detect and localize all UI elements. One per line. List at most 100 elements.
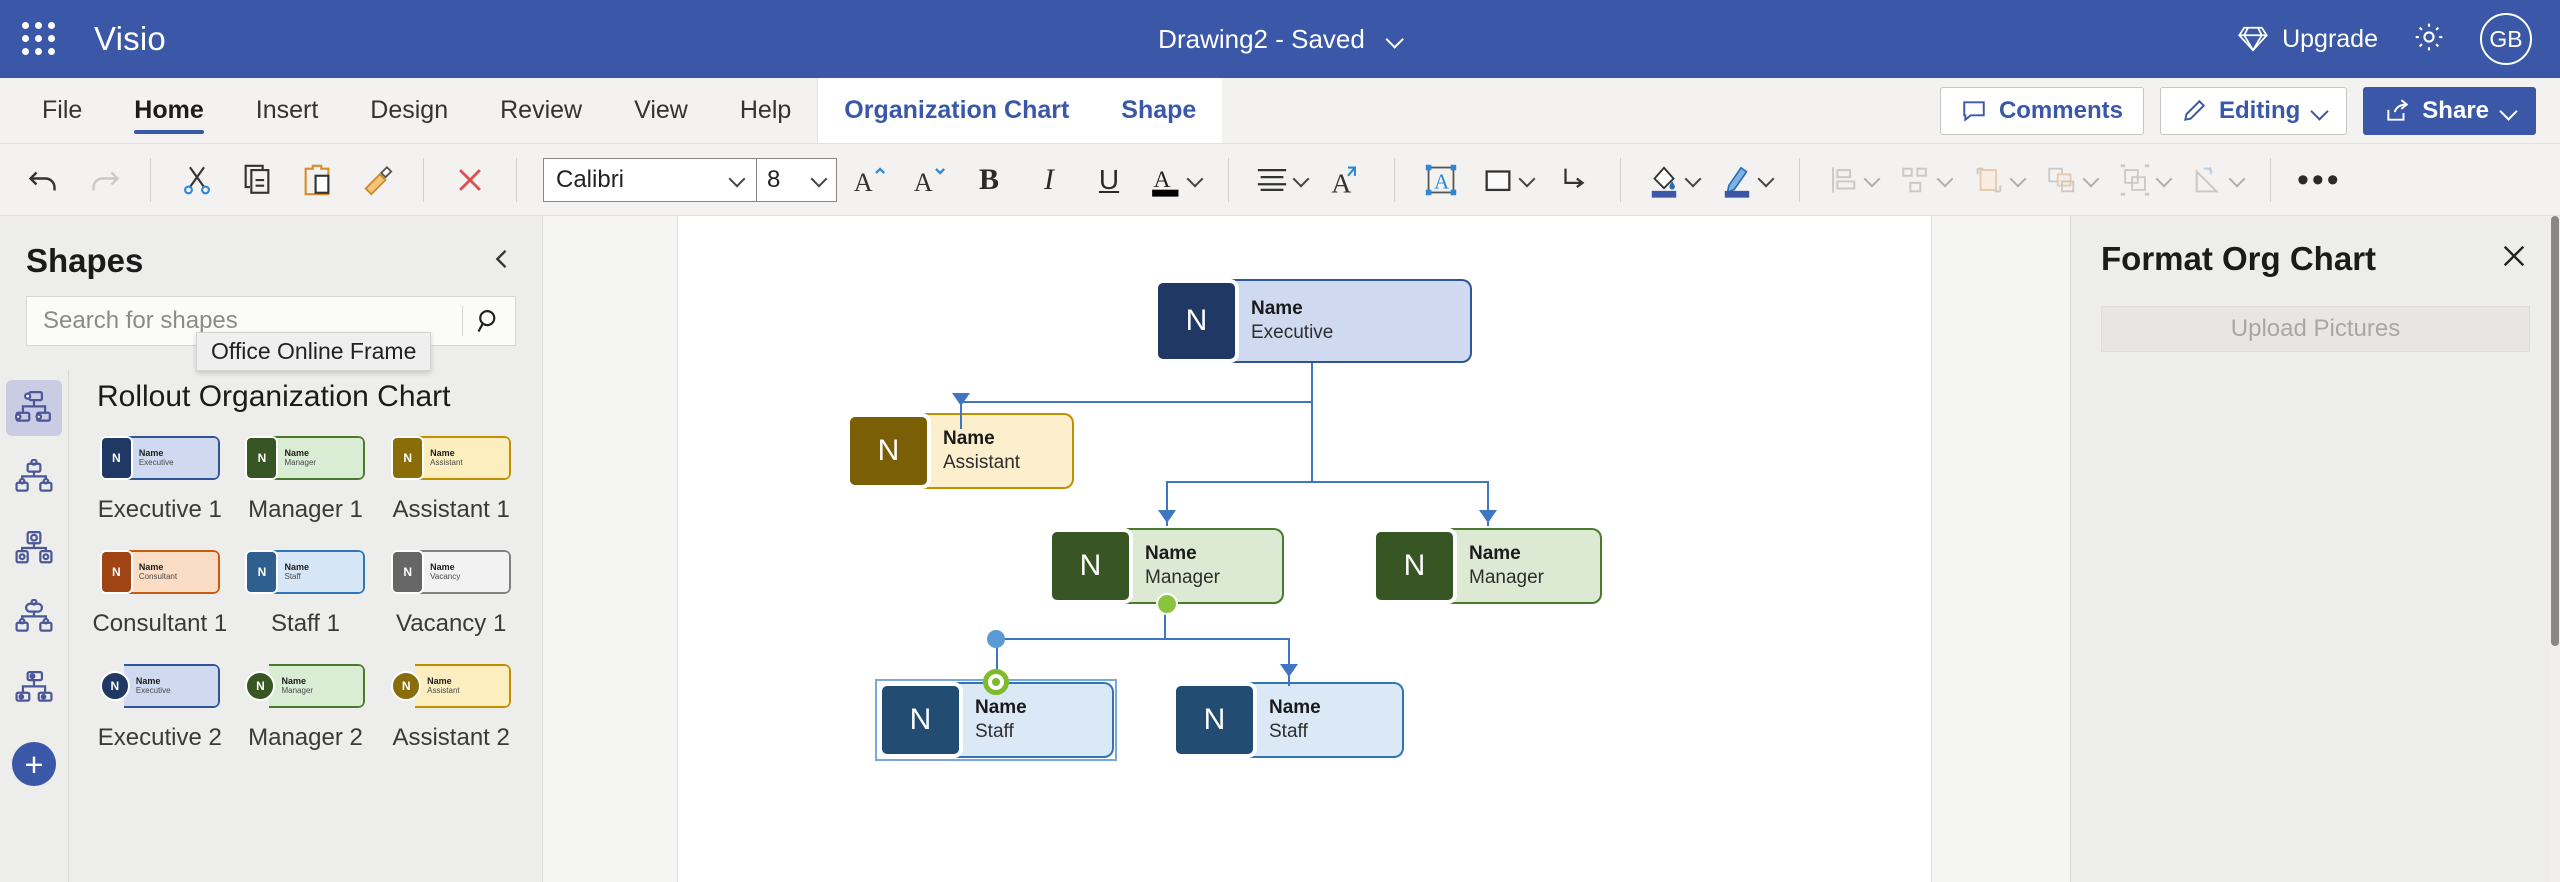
fill-color-button[interactable] [1639, 152, 1708, 208]
connector-manager1-drop[interactable] [1166, 481, 1168, 526]
font-size-select[interactable]: 8 [756, 158, 836, 201]
send-backward-button[interactable] [2037, 152, 2106, 208]
line-color-button[interactable] [1712, 152, 1781, 208]
connector-manager1-stem[interactable] [1164, 604, 1166, 640]
send-backward-chevron-down-icon[interactable] [2085, 173, 2098, 186]
grow-font-button[interactable]: A [841, 152, 897, 208]
shrink-font-button[interactable]: A [901, 152, 957, 208]
font-color-button[interactable]: A [1141, 152, 1210, 208]
add-stencil-button[interactable]: + [12, 742, 56, 786]
app-launcher-icon[interactable] [22, 22, 56, 56]
undo-button[interactable] [16, 152, 72, 208]
more-options-button[interactable]: ••• [2289, 152, 2350, 208]
align-text-button[interactable] [1247, 152, 1316, 208]
bring-forward-chevron-down-icon[interactable] [2012, 173, 2025, 186]
ribbon-tab-design[interactable]: Design [370, 96, 449, 124]
connector-assistant-drop[interactable] [960, 401, 962, 429]
shape-tool-button[interactable] [1473, 152, 1542, 208]
collapse-shapes-panel-button[interactable] [488, 245, 516, 278]
connector-manager-busbar[interactable] [1166, 481, 1487, 483]
connector-staff-busbar[interactable] [996, 638, 1288, 640]
search-input[interactable] [27, 307, 462, 335]
user-avatar[interactable]: GB [2480, 13, 2532, 65]
italic-button[interactable]: I [1021, 152, 1077, 208]
paste-button[interactable] [289, 152, 345, 208]
underline-button[interactable]: U [1081, 152, 1137, 208]
ribbon-tab-help[interactable]: Help [739, 96, 792, 124]
ribbon-tab-insert[interactable]: Insert [255, 96, 319, 124]
selected-connector-endpoint-handle[interactable] [983, 669, 1009, 695]
font-size-chevron-down-icon[interactable] [813, 173, 826, 186]
connector-manager2-drop[interactable] [1487, 481, 1489, 526]
rotate-button[interactable] [2183, 152, 2252, 208]
document-menu-chevron-down-icon[interactable] [1387, 32, 1402, 47]
format-panel-scrollbar[interactable] [2550, 216, 2560, 882]
align-text-chevron-down-icon[interactable] [1295, 173, 1308, 186]
connector-exec-assistant-horizontal[interactable] [960, 401, 1313, 403]
bold-button[interactable]: B [961, 152, 1017, 208]
position-chevron-down-icon[interactable] [1939, 173, 1952, 186]
upload-pictures-button[interactable]: Upload Pictures [2101, 306, 2530, 352]
search-button[interactable] [463, 307, 515, 335]
settings-gear-icon[interactable] [2412, 20, 2446, 59]
font-family-chevron-down-icon[interactable] [731, 173, 744, 186]
ribbon-tab-home[interactable]: Home [108, 78, 229, 143]
shape-tool-chevron-down-icon[interactable] [1521, 173, 1534, 186]
align-chevron-down-icon[interactable] [1866, 173, 1879, 186]
stencil-org-chart-4[interactable] [6, 590, 62, 646]
connection-point-handle-manager1[interactable] [1156, 593, 1178, 615]
stencil-rollout-org-chart[interactable] [6, 380, 62, 436]
bring-forward-button[interactable] [1964, 152, 2033, 208]
editing-chevron-down-icon[interactable] [2312, 104, 2326, 118]
editing-mode-button[interactable]: Editing [2159, 86, 2348, 135]
connector-exec-manager-stem[interactable] [1311, 401, 1313, 483]
connector-exec-branch-vertical[interactable] [1311, 363, 1313, 403]
position-button[interactable] [1891, 152, 1960, 208]
copy-button[interactable] [229, 152, 285, 208]
ribbon-tab-organization-chart[interactable]: Organization Chart [817, 78, 1096, 143]
font-color-chevron-down-icon[interactable] [1189, 173, 1202, 186]
line-color-chevron-down-icon[interactable] [1760, 173, 1773, 186]
share-chevron-down-icon[interactable] [2501, 104, 2515, 118]
group-chevron-down-icon[interactable] [2158, 173, 2171, 186]
upgrade-button[interactable]: Upgrade [2238, 25, 2378, 54]
stencil-org-chart-5[interactable] [6, 660, 62, 716]
ribbon-tab-view[interactable]: View [634, 96, 688, 124]
connector-staff1-drop[interactable] [996, 638, 998, 684]
group-button[interactable] [2110, 152, 2179, 208]
comments-button[interactable]: Comments [1939, 86, 2144, 135]
rotate-chevron-down-icon[interactable] [2231, 173, 2244, 186]
stencil-org-chart-2[interactable] [6, 450, 62, 506]
text-direction-button[interactable]: A [1320, 152, 1376, 208]
insert-text-box-button[interactable]: A [1413, 152, 1469, 208]
connector-staff2-drop[interactable] [1288, 638, 1290, 686]
ribbon-tab-shape[interactable]: Shape [1095, 78, 1223, 143]
cut-button[interactable] [169, 152, 225, 208]
font-family-select[interactable]: Calibri [544, 159, 756, 201]
close-format-panel-button[interactable] [2498, 240, 2530, 278]
app-brand-label[interactable]: Visio [94, 20, 166, 57]
ribbon-tab-file[interactable]: File [42, 96, 83, 124]
redo-button[interactable] [76, 152, 132, 208]
scrollbar-thumb[interactable] [2551, 216, 2559, 646]
align-shapes-button[interactable] [1818, 152, 1887, 208]
connector-button[interactable] [1546, 152, 1602, 208]
delete-button[interactable] [442, 152, 498, 208]
